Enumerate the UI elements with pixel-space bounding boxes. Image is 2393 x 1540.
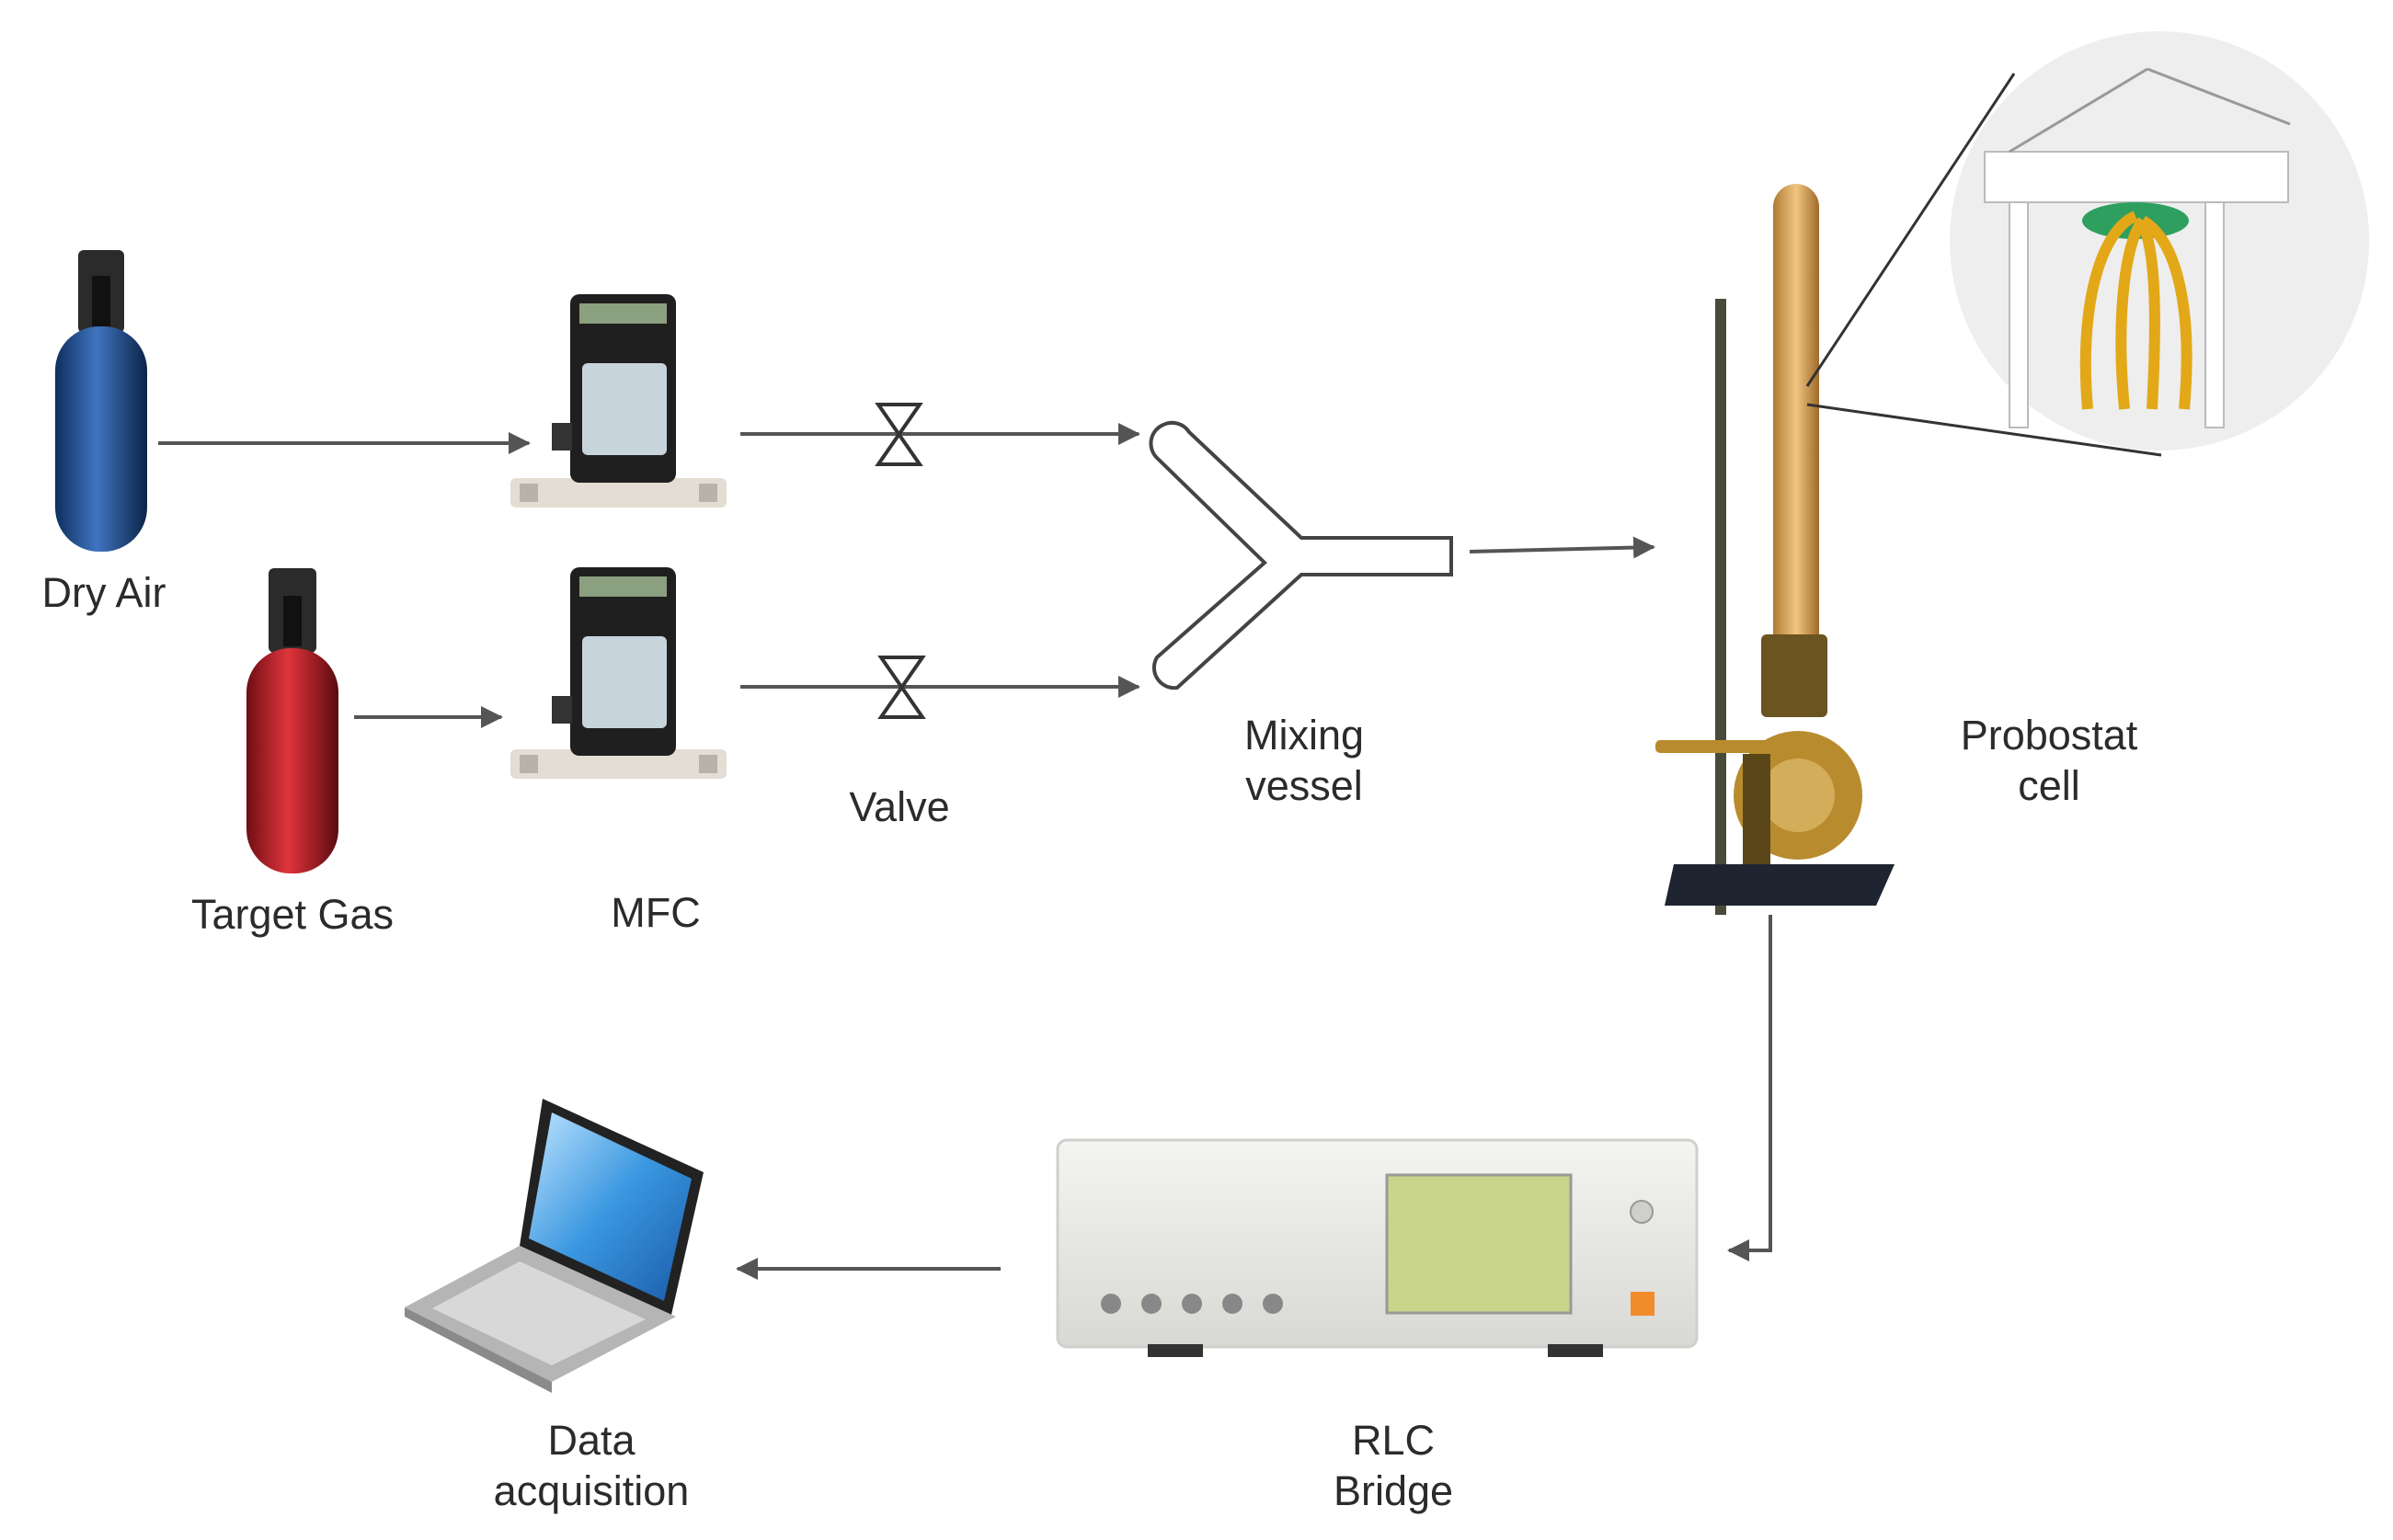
data-acquisition-label-line1: Data	[547, 1417, 635, 1464]
mixing-vessel-label-line2: vessel	[1245, 762, 1363, 809]
mixer-to-cell-arrow	[1469, 536, 1655, 559]
probostat-zoom-callout	[1805, 31, 2369, 457]
valve-bottom-icon	[877, 656, 926, 719]
dry-air-cylinder-icon	[55, 250, 147, 552]
laptop-icon	[405, 1099, 704, 1393]
target-gas-label: Target Gas	[191, 891, 394, 938]
mfc-top-icon	[510, 294, 727, 508]
probostat-label-line2: cell	[2018, 762, 2080, 809]
mfc-label: MFC	[611, 889, 700, 936]
target-gas-cylinder-icon	[246, 568, 338, 873]
valve-label: Valve	[849, 783, 949, 830]
mfc-bottom-icon	[510, 567, 727, 779]
mixing-vessel-icon	[1149, 420, 1453, 690]
mixing-vessel-label-line1: Mixing	[1244, 712, 1364, 759]
cell-to-rlc-arrow	[1727, 915, 1772, 1261]
probostat-label-line1: Probostat	[1961, 712, 2138, 759]
rlc-bridge-icon	[1056, 1138, 1699, 1357]
dry-air-label: Dry Air	[42, 569, 166, 616]
rlc-bridge-label-line2: Bridge	[1334, 1467, 1453, 1514]
data-acquisition-label-line2: acquisition	[494, 1467, 690, 1514]
rlc-bridge-label-line1: RLC	[1352, 1417, 1435, 1464]
probostat-cell-icon	[1655, 184, 1895, 915]
valve-top-icon	[875, 403, 923, 466]
